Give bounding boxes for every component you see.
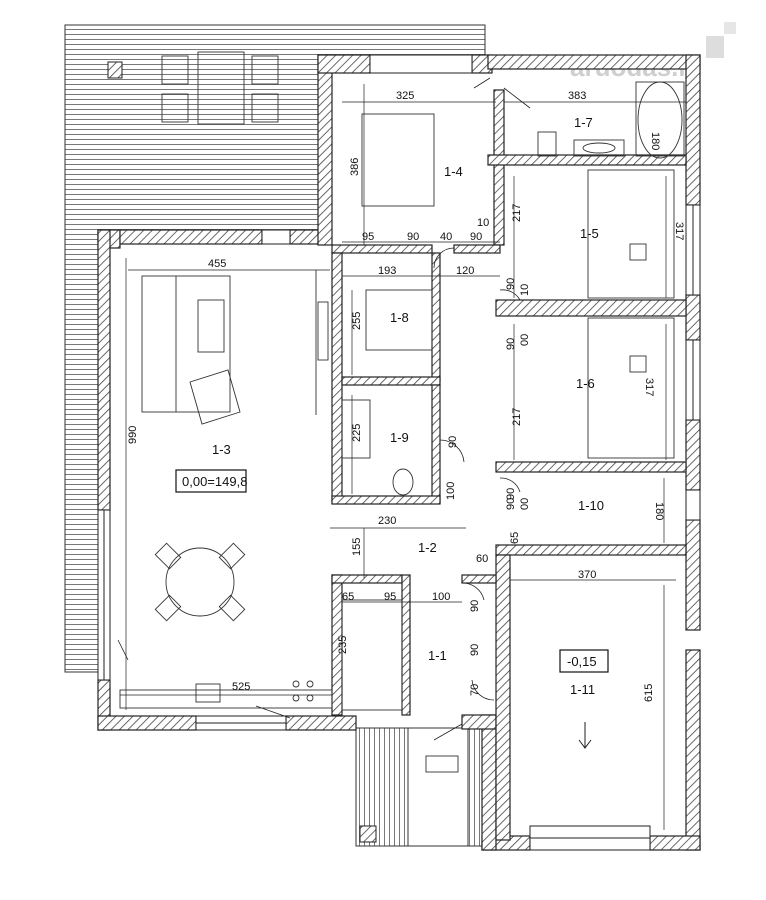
dim-90-d: 90 bbox=[505, 338, 517, 350]
room-label-1-4: 1-4 bbox=[444, 164, 463, 179]
interior-walls bbox=[331, 89, 687, 841]
dim-90-top: 90 bbox=[407, 231, 419, 243]
dim-90-door: 90 bbox=[470, 231, 482, 243]
room-label-1-9: 1-9 bbox=[390, 430, 409, 445]
dim-225: 225 bbox=[351, 424, 363, 442]
dim-40: 40 bbox=[440, 231, 452, 243]
dim-180-b110: 180 bbox=[653, 502, 665, 520]
dim-65-a: 65 bbox=[509, 532, 521, 544]
room-label-1-7: 1-7 bbox=[574, 115, 593, 130]
dim-120: 120 bbox=[456, 265, 474, 277]
dim-90-h: 90 bbox=[469, 600, 481, 612]
dim-370: 370 bbox=[578, 569, 596, 581]
dim-525: 525 bbox=[232, 681, 250, 693]
dim-255: 255 bbox=[351, 312, 363, 330]
watermark-logo: aruodas.lt bbox=[570, 22, 736, 82]
room-labels: 1-1 1-2 1-3 1-4 1-5 1-6 1-7 1-8 1-9 1-10… bbox=[212, 115, 604, 697]
furniture bbox=[119, 81, 685, 711]
windows bbox=[97, 54, 701, 851]
dim-455: 455 bbox=[208, 258, 226, 270]
room-label-1-2: 1-2 bbox=[418, 540, 437, 555]
room-label-1-10: 1-10 bbox=[578, 498, 604, 513]
dim-615: 615 bbox=[643, 684, 655, 702]
dim-317-b16: 317 bbox=[643, 378, 655, 396]
dim-230: 230 bbox=[378, 515, 396, 527]
dimension-texts: 325 383 180 386 10 95 90 40 90 217 317 4… bbox=[127, 90, 685, 702]
dim-386: 386 bbox=[349, 158, 361, 176]
dim-90-g: 90 bbox=[505, 488, 517, 500]
dim-65-b: 65 bbox=[342, 591, 354, 603]
dim-193: 193 bbox=[378, 265, 396, 277]
dim-95-top: 95 bbox=[362, 231, 374, 243]
dim-90-i: 90 bbox=[469, 644, 481, 656]
level-box-garage bbox=[559, 649, 609, 673]
dim-325: 325 bbox=[396, 90, 414, 102]
dim-180-bath: 180 bbox=[649, 132, 661, 150]
dim-95-b: 95 bbox=[384, 591, 396, 603]
dim-70: 70 bbox=[469, 684, 481, 696]
dim-990: 990 bbox=[127, 426, 139, 444]
dim-10-top: 10 bbox=[477, 217, 489, 229]
room-label-1-1: 1-1 bbox=[428, 648, 447, 663]
dim-217-b16: 217 bbox=[511, 408, 523, 426]
level-box-main bbox=[175, 469, 247, 493]
dim-90-c: 90 bbox=[505, 278, 517, 290]
terrace bbox=[64, 24, 486, 673]
dim-217-b15: 217 bbox=[511, 204, 523, 222]
dim-90-f: 90 bbox=[447, 436, 459, 448]
dim-100-b: 100 bbox=[432, 591, 450, 603]
dim-383: 383 bbox=[568, 90, 586, 102]
room-label-1-3: 1-3 bbox=[212, 442, 231, 457]
exterior-walls bbox=[97, 54, 701, 851]
dim-60: 60 bbox=[476, 553, 488, 565]
dim-235: 235 bbox=[337, 636, 349, 654]
room-label-1-5: 1-5 bbox=[580, 226, 599, 241]
dim-10-c: 10 bbox=[519, 284, 531, 296]
room-label-1-11: 1-11 bbox=[570, 682, 595, 697]
dim-155: 155 bbox=[351, 538, 363, 556]
level-garage: -0,15 bbox=[567, 654, 597, 669]
dim-317-b15: 317 bbox=[673, 222, 685, 240]
dimension-lines bbox=[120, 84, 686, 830]
dim-90-e: 90 bbox=[505, 498, 517, 510]
dim-00-a: 00 bbox=[519, 334, 531, 346]
level-main: 0,00=149,8 bbox=[182, 474, 247, 489]
doors bbox=[117, 77, 531, 741]
garage-arrow-icon bbox=[578, 722, 592, 749]
dim-100-a: 100 bbox=[445, 482, 457, 500]
room-label-1-8: 1-8 bbox=[390, 310, 409, 325]
room-label-1-6: 1-6 bbox=[576, 376, 595, 391]
entrance-steps bbox=[355, 727, 487, 847]
dim-00-b: 00 bbox=[519, 498, 531, 510]
